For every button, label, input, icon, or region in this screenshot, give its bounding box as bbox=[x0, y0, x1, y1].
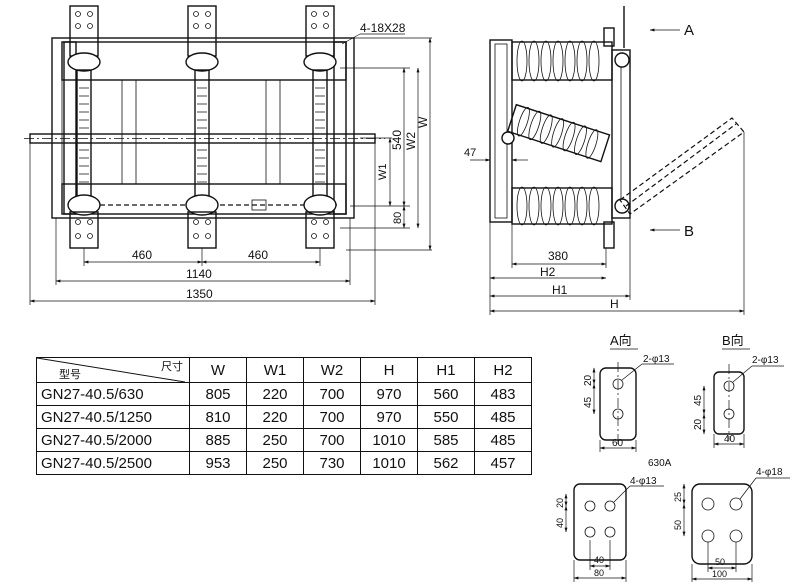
table-corner-cell: 尺寸 型号 bbox=[36, 357, 190, 383]
corner-top-label: 尺寸 bbox=[161, 361, 183, 373]
value-cell: 485 bbox=[474, 405, 532, 429]
value-cell: 562 bbox=[417, 451, 475, 475]
dim-pitch-right: 460 bbox=[248, 248, 268, 262]
detail-b-title: B向 bbox=[722, 333, 744, 348]
model-cell: GN27-40.5/2000 bbox=[36, 428, 190, 452]
model-cell: GN27-40.5/2500 bbox=[36, 451, 190, 475]
dim-540: 540 bbox=[390, 130, 404, 150]
detail-d-d25: 25 bbox=[673, 492, 683, 502]
front-view: 4-18X28 W1 540 80 W2 W 460 460 1140 1350 bbox=[24, 5, 432, 305]
value-cell: 250 bbox=[246, 428, 304, 452]
detail-a: A向 2-φ13 20 45 60 bbox=[583, 333, 674, 452]
table-header-row: 尺寸 型号 W W1 W2 H H1 H2 bbox=[36, 357, 532, 383]
detail-c-d80: 80 bbox=[594, 568, 604, 578]
col-header-h2: H2 bbox=[474, 357, 532, 383]
col-header-h1: H1 bbox=[417, 357, 475, 383]
detail-c-d40b: 40 bbox=[594, 555, 604, 565]
value-cell: 220 bbox=[246, 382, 304, 406]
dim-pitch-left: 460 bbox=[132, 248, 152, 262]
table-row: GN27-40.5/630 805 220 700 970 560 483 bbox=[36, 382, 532, 406]
hole-note: 4-18X28 bbox=[360, 21, 406, 35]
detail-d-holes: 4-φ18 bbox=[756, 467, 783, 478]
value-cell: 730 bbox=[303, 451, 361, 475]
detail-a-d20: 20 bbox=[583, 374, 594, 386]
value-cell: 485 bbox=[474, 428, 532, 452]
col-header-w1: W1 bbox=[246, 357, 304, 383]
value-cell: 560 bbox=[417, 382, 475, 406]
col-header-w: W bbox=[189, 357, 247, 383]
value-cell: 700 bbox=[303, 428, 361, 452]
detail-c-d40: 40 bbox=[555, 518, 565, 528]
value-cell: 250 bbox=[246, 451, 304, 475]
detail-d-d50b: 50 bbox=[715, 557, 725, 567]
dim-h1: H1 bbox=[552, 283, 568, 297]
detail-c-d20: 20 bbox=[555, 498, 565, 508]
detail-c: 4-φ13 20 40 40 80 bbox=[555, 476, 664, 582]
value-cell: 953 bbox=[189, 451, 247, 475]
value-cell: 1010 bbox=[360, 428, 418, 452]
corner-diagonal bbox=[37, 358, 185, 382]
rating-label: 630A bbox=[648, 458, 672, 469]
table-row: GN27-40.5/1250 810 220 700 970 550 485 bbox=[36, 405, 532, 429]
side-view: A B 47 380 H2 H1 H bbox=[464, 6, 745, 315]
value-cell: 700 bbox=[303, 405, 361, 429]
detail-b-d20: 20 bbox=[693, 418, 704, 430]
dim-w: W bbox=[416, 116, 430, 128]
detail-a-d45: 45 bbox=[583, 396, 594, 408]
pole-2 bbox=[185, 5, 219, 249]
dim-mounting: 1140 bbox=[186, 267, 212, 281]
dim-h2: H2 bbox=[540, 265, 556, 279]
detail-d: 4-φ18 25 50 50 100 bbox=[673, 467, 790, 582]
dim-overall: 1350 bbox=[186, 287, 213, 301]
col-header-w2: W2 bbox=[303, 357, 361, 383]
value-cell: 810 bbox=[189, 405, 247, 429]
spec-table: 尺寸 型号 W W1 W2 H H1 H2 GN27-40.5/630 805 … bbox=[36, 357, 532, 475]
table-row: GN27-40.5/2500 953 250 730 1010 562 457 bbox=[36, 451, 532, 475]
detail-d-d50: 50 bbox=[673, 520, 683, 530]
pole-3 bbox=[303, 5, 337, 249]
table-row: GN27-40.5/2000 885 250 700 1010 585 485 bbox=[36, 428, 532, 452]
value-cell: 585 bbox=[417, 428, 475, 452]
value-cell: 550 bbox=[417, 405, 475, 429]
detail-b-holes: 2-φ13 bbox=[752, 355, 779, 366]
model-cell: GN27-40.5/630 bbox=[36, 382, 190, 406]
dim-380: 380 bbox=[548, 249, 568, 263]
detail-b-d45: 45 bbox=[693, 394, 704, 406]
model-cell: GN27-40.5/1250 bbox=[36, 405, 190, 429]
view-arrow-a: A bbox=[684, 22, 694, 39]
value-cell: 885 bbox=[189, 428, 247, 452]
value-cell: 457 bbox=[474, 451, 532, 475]
value-cell: 970 bbox=[360, 382, 418, 406]
value-cell: 805 bbox=[189, 382, 247, 406]
dim-w2: W2 bbox=[404, 132, 418, 150]
detail-c-holes: 4-φ13 bbox=[630, 476, 657, 487]
dim-w1: W1 bbox=[377, 164, 389, 181]
value-cell: 483 bbox=[474, 382, 532, 406]
detail-a-holes: 2-φ13 bbox=[643, 354, 670, 365]
corner-bottom-label: 型号 bbox=[59, 369, 81, 381]
dim-80: 80 bbox=[392, 212, 404, 224]
value-cell: 970 bbox=[360, 405, 418, 429]
value-cell: 220 bbox=[246, 405, 304, 429]
value-cell: 1010 bbox=[360, 451, 418, 475]
dim-47: 47 bbox=[464, 147, 476, 159]
detail-b-d40: 40 bbox=[724, 434, 736, 445]
detail-d-d100: 100 bbox=[712, 569, 727, 579]
dim-h: H bbox=[610, 297, 619, 311]
view-arrow-b: B bbox=[684, 223, 694, 240]
value-cell: 700 bbox=[303, 382, 361, 406]
detail-b: B向 2-φ13 45 20 40 bbox=[693, 333, 784, 448]
col-header-h: H bbox=[360, 357, 418, 383]
detail-a-d60: 60 bbox=[612, 438, 624, 449]
detail-a-title: A向 bbox=[610, 333, 632, 348]
